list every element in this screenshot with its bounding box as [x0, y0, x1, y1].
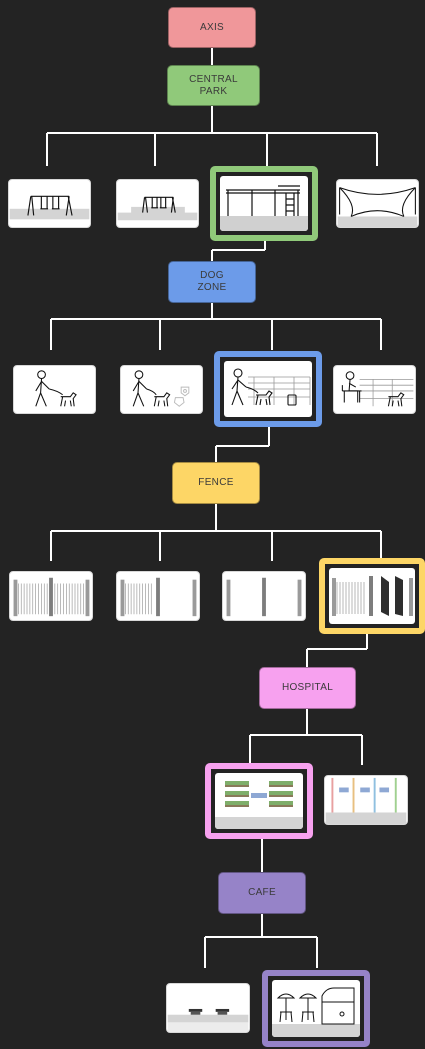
option-slatted-fence-single[interactable]: [116, 571, 200, 621]
dog-walk-bench-icon: [231, 368, 311, 406]
option-dog-walk-bench-selected[interactable]: [214, 351, 322, 427]
central-park-node[interactable]: CENTRAL PARK: [167, 65, 260, 106]
benches-icon: [167, 1008, 249, 1032]
option-green-wall-selected[interactable]: [205, 763, 313, 839]
post-fence-icon: [226, 577, 302, 617]
cafe-node[interactable]: CAFE: [218, 872, 306, 914]
slatted-fence-single-icon: [120, 577, 197, 617]
option-swing-set-raised[interactable]: [116, 179, 199, 228]
option-tensile-canopy[interactable]: [336, 179, 419, 228]
green-wall-planters-icon: [215, 781, 303, 829]
person-walking-dog-icon: [35, 370, 77, 407]
hospital-node[interactable]: HOSPITAL: [259, 667, 356, 709]
fence-node[interactable]: FENCE: [172, 462, 260, 504]
option-person-on-bench-with-dog[interactable]: [333, 365, 416, 414]
canopy-icon: [337, 187, 418, 227]
axis-node[interactable]: AXIS: [168, 7, 256, 48]
option-colored-partitions[interactable]: [324, 775, 408, 825]
option-person-walking-dog[interactable]: [13, 365, 96, 414]
slatted-fence-double-icon: [13, 577, 90, 617]
option-slatted-fence-panels-selected[interactable]: [319, 558, 425, 634]
option-umbrella-tables-kiosk-selected[interactable]: [262, 970, 370, 1047]
swing-set-icon: [9, 195, 90, 220]
option-post-fence[interactable]: [222, 571, 306, 621]
dog-zone-node[interactable]: DOG ZONE: [168, 261, 256, 303]
swing-set-raised-icon: [117, 196, 198, 221]
option-pergola-selected[interactable]: [210, 166, 318, 241]
option-benches[interactable]: [166, 983, 250, 1033]
slatted-fence-panels-icon: [332, 576, 413, 616]
colored-partitions-icon: [325, 777, 407, 824]
option-swing-set[interactable]: [8, 179, 91, 228]
option-slatted-fence-double[interactable]: [9, 571, 93, 621]
umbrella-tables-kiosk-icon: [272, 987, 360, 1037]
person-bench-dog-icon: [341, 371, 414, 407]
pergola-icon: [220, 185, 308, 231]
option-walking-dog-with-bin[interactable]: [120, 365, 203, 414]
walking-dog-bin-icon: [132, 370, 190, 407]
